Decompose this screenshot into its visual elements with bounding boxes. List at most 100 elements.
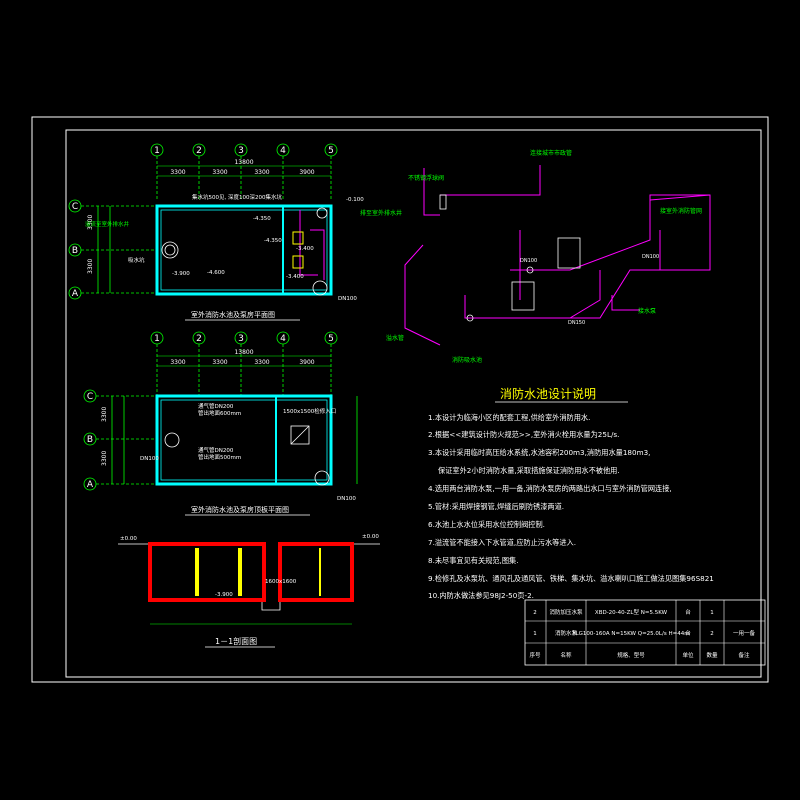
plan1-axis-label-5: 5 [328,146,334,156]
table-r2-c3: FLG100-160A N=15KW Q=25.0L/s H=44m [572,631,689,637]
plan1-total-dim: 13800 [234,159,253,166]
pipe-label-overflow: 溢水管 [386,334,404,342]
plan1-left-dim-2: 3300 [87,259,94,274]
section-level-3: ±0.00 [362,534,379,540]
plan2-dim-4: 3900 [299,359,314,366]
table-r1-c4: 台 [685,608,691,616]
plan1-dim-2: 3300 [212,169,227,176]
pipe-label-drain: 排至室外排水井 [360,209,402,217]
section-level-1: ±0.00 [120,536,137,542]
plan1-note-overflow: 溢流至室外排水井 [85,220,130,228]
plan1-level-4: -0.100 [346,197,364,203]
table-h-4: 单位 [682,651,694,659]
plan1-dim-4: 3900 [299,169,314,176]
plan2-axis-label-a: A [87,480,94,490]
table-r2-c1: 1 [533,631,537,637]
section-tank-body [148,542,266,602]
table-h-5: 数量 [706,651,718,659]
table-r2-c5: 2 [710,631,714,637]
plan2-dim-1: 3300 [170,359,185,366]
table-h-6: 备注 [738,651,750,659]
table-r1-c2: 消防加压水泵 [549,608,583,616]
notes-heading: 消防水池设计说明 [500,386,596,401]
table-h-3: 规格、型号 [617,651,645,659]
plan1-axis-label-4: 4 [280,146,286,156]
pipe-label-float-valve: 不锈钢浮球阀 [408,174,444,182]
table-r2-c2: 消防水泵 [555,629,578,637]
plan2-note-vent2b: 管出地面500mm [198,453,241,461]
section-title: 1－1剖面图 [215,636,257,646]
plan-roof-slab: 1 2 3 4 5 C B A 13800 3300 3300 3300 390… [83,331,358,516]
plan1-level-7: -3.400 [296,246,314,252]
plan2-dim-3: 3300 [254,359,269,366]
pipe-label-dn100-b: DN100 [642,254,659,260]
plan-pump-room-and-tank: 1 2 3 4 5 13800 3300 3300 3300 3900 [68,143,364,321]
table-h-1: 序号 [529,651,541,659]
plan2-note-vent1b: 管出地面600mm [198,409,241,417]
plan1-dim-1: 3300 [170,169,185,176]
plan2-note-vent1: 通气管DN200 [198,402,234,410]
plan2-axis-label-b: B [87,435,93,445]
plan1-tank-wall [155,204,333,296]
note-line-2: 2.根据<<建筑设计防火规范>>,室外消火栓用水量为25L/s. [428,430,619,439]
plan2-left-dim-2: 3300 [101,451,108,466]
plan2-level-2: DN100 [337,496,356,502]
table-r1-c5: 1 [710,610,714,616]
plan1-dim-3: 3300 [254,169,269,176]
pipe-label-outdoor-network: 接室外消防管网 [660,207,702,215]
plan1-label-dn: DN100 [338,296,357,302]
plan1-note-sump: 集水坑500见, 深度100深200集水坑 [192,193,282,201]
note-line-8: 7.溢流管不能接入下水管道,应防止污水等进入. [428,538,576,547]
table-r1-c1: 2 [533,610,537,616]
plan1-title: 室外消防水池及泵房平面图 [191,310,275,319]
pipe-label-city-main: 连接城市市政管 [530,149,572,157]
plan2-axis-label-1: 1 [154,334,160,344]
note-line-7: 6.水池上水水位采用水位控制阀控制. [428,520,545,529]
plan1-axis-label-3: 3 [238,146,244,156]
plan2-left-dim-1: 3300 [101,407,108,422]
pipe-label-to-pump: 接水泵 [638,307,656,315]
outer-frame [31,116,769,683]
plan1-axis-label-a: A [72,289,79,299]
table-r2-c6: 一用一备 [733,629,756,637]
plan2-axis-label-5: 5 [328,334,334,344]
table-r2-c4: 台 [685,629,691,637]
plan1-level-6: -3.400 [286,274,304,280]
note-line-10: 9.检修孔及水泵坑、通风孔及通风管、铁梯、集水坑、溢水喇叭口施工做法见图集96S… [428,574,714,583]
table-r1-c3: XBD-20-40-ZL型 N=5.5KW [595,608,668,616]
note-line-9: 8.未尽事宜见有关规范,图集. [428,556,519,565]
section-1-1: ±0.00 -3.900 ±0.00 1600x1600 1－1剖面图 [118,534,380,648]
plan2-level-1: DN100 [140,456,159,462]
plan1-note-suction: 吸水坑 [128,256,145,264]
pipe-label-dn100-a: DN100 [520,258,537,264]
plan1-level-2: -3.900 [172,271,190,277]
plan2-axis-label-c: C [87,392,93,402]
plan1-left-dim-1: 3300 [87,215,94,230]
plan1-axis-label-1: 1 [154,146,160,156]
plan2-title: 室外消防水池及泵房顶板平面图 [191,505,289,514]
design-notes: 消防水池设计说明 1.本设计为临海小区的配套工程,供给室外消防用水. 2.根据<… [428,386,714,600]
pipe-label-dn150: DN150 [568,320,585,326]
plan2-note-hatch: 1500x1500检修入口 [283,407,336,415]
plan2-axis-label-3: 3 [238,334,244,344]
note-line-11: 10.内防水做法参见98J2-50页-2. [428,591,534,600]
note-line-5: 4.选用两台消防水泵,一用一备,消防水泵房的两路出水口与室外消防管网连接, [428,484,672,493]
inner-frame [65,129,762,678]
table-h-2: 名称 [560,651,572,659]
plan1-axis-label-2: 2 [196,146,202,156]
plan2-note-vent2: 通气管DN200 [198,446,234,454]
pipe-label-suction-tank: 消防吸水池 [452,356,482,364]
plan1-axis-top [150,143,338,200]
plan1-axis-label-c: C [72,202,78,212]
plan2-axis-label-2: 2 [196,334,202,344]
note-line-3: 3.本设计采用临时高压给水系统,水池容积200m3,消防用水量180m3, [428,448,650,457]
note-line-4: 保证室外2小时消防水量,采取措施保证消防用水不被他用. [438,466,620,475]
plan1-level-3: -4.600 [207,270,225,276]
plan2-total-dim: 13800 [234,349,253,356]
pipe-system-diagram: 不锈钢浮球阀 排至室外排水井 连接城市市政管 接室外消防管网 溢水管 消防吸水池… [360,149,711,364]
plan2-tank-wall [155,394,333,486]
plan1-axis-label-b: B [72,246,78,256]
plan2-axis-label-4: 4 [280,334,286,344]
plan2-dim-2: 3300 [212,359,227,366]
